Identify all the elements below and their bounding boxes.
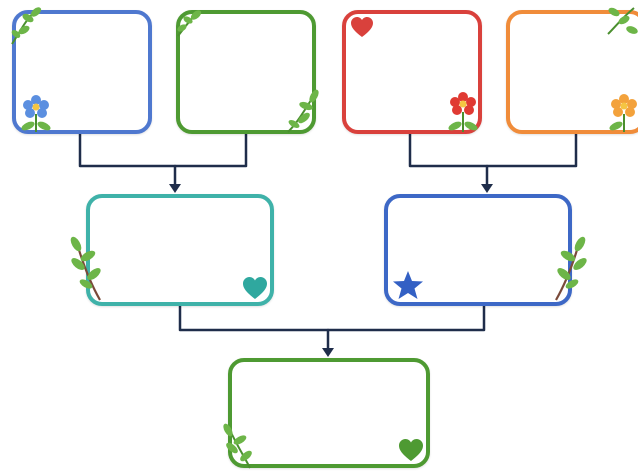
connector-parents bbox=[178, 304, 486, 332]
connector-gp3-gp4 bbox=[408, 132, 578, 168]
child-box[interactable] bbox=[228, 358, 430, 468]
grandparent-box-1[interactable] bbox=[12, 10, 152, 134]
grandparent-box-4[interactable] bbox=[506, 10, 638, 134]
arrowhead-parent-2 bbox=[481, 184, 493, 193]
connector-gp1-gp2 bbox=[78, 132, 248, 168]
arrowhead-parent-1 bbox=[169, 184, 181, 193]
grandparent-box-2[interactable] bbox=[176, 10, 316, 134]
parent-box-1[interactable] bbox=[86, 194, 274, 306]
parent-box-2[interactable] bbox=[384, 194, 572, 306]
grandparent-box-3[interactable] bbox=[342, 10, 482, 134]
arrowhead-child bbox=[322, 348, 334, 357]
